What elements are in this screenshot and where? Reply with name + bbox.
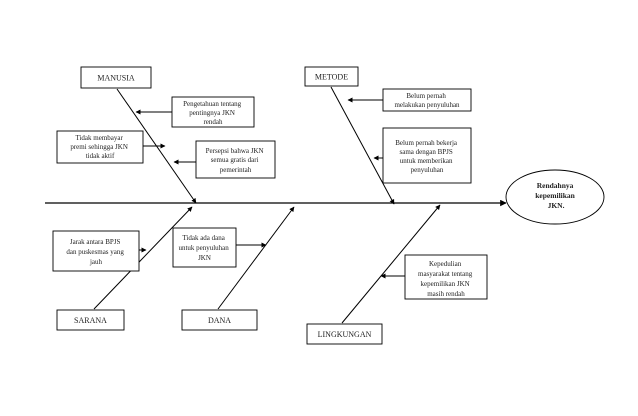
cause-tidak-membayar: Tidak membayar premi sehingga JKN tidak … xyxy=(56,130,144,164)
category-lingkungan-label: LINGKUNGAN xyxy=(318,330,372,339)
category-dana-label: DANA xyxy=(208,316,231,325)
cause-tidak-ada-dana: Tidak ada dana untuk penyuluhan JKN xyxy=(172,227,237,268)
cause-pengetahuan-text: Pengetahuan tentang pentingnya JKN renda… xyxy=(183,100,243,126)
cause-pengetahuan: Pengetahuan tentang pentingnya JKN renda… xyxy=(171,96,255,128)
effect-head-text: Rendahnya kepemilikan JKN. xyxy=(535,181,576,210)
category-sarana-label: SARANA xyxy=(74,316,107,325)
cause-belum-penyuluhan: Belum pernah melakukan penyuluhan xyxy=(382,88,472,112)
cause-persepsi-text: Persepsi bahwa JKN semua gratis dari pem… xyxy=(206,147,266,174)
category-metode: METODE xyxy=(304,66,359,87)
bone-metode xyxy=(330,86,395,205)
cause-belum-bekerja: Belum pernah bekerja sama dengan BPJS un… xyxy=(382,127,472,184)
category-lingkungan: LINGKUNGAN xyxy=(306,323,383,345)
cause-jarak: Jarak antara BPJS dan puskesmas yang jau… xyxy=(52,230,140,272)
category-dana: DANA xyxy=(181,309,258,331)
cause-kepedulian-text: Kepedulian masyarakat tentang kepemilika… xyxy=(418,260,474,298)
category-sarana: SARANA xyxy=(56,309,125,331)
cause-tidak-ada-dana-text: Tidak ada dana untuk penyuluhan JKN xyxy=(178,234,230,262)
bone-sarana xyxy=(93,206,193,310)
cause-belum-penyuluhan-text: Belum pernah melakukan penyuluhan xyxy=(394,92,460,109)
cause-jarak-text: Jarak antara BPJS dan puskesmas yang jau… xyxy=(66,238,125,266)
cause-kepedulian: Kepedulian masyarakat tentang kepemilika… xyxy=(404,254,488,300)
category-metode-label: METODE xyxy=(315,73,348,82)
cause-persepsi: Persepsi bahwa JKN semua gratis dari pem… xyxy=(195,140,276,179)
bone-lingkungan xyxy=(341,204,441,324)
cause-belum-bekerja-text: Belum pernah bekerja sama dengan BPJS un… xyxy=(395,139,459,174)
category-manusia: MANUSIA xyxy=(80,66,152,89)
cause-tidak-membayar-text: Tidak membayar premi sehingga JKN tidak … xyxy=(70,134,129,160)
effect-head: Rendahnya kepemilikan JKN. xyxy=(505,169,605,225)
category-manusia-label: MANUSIA xyxy=(97,74,135,83)
bone-dana xyxy=(217,206,295,310)
